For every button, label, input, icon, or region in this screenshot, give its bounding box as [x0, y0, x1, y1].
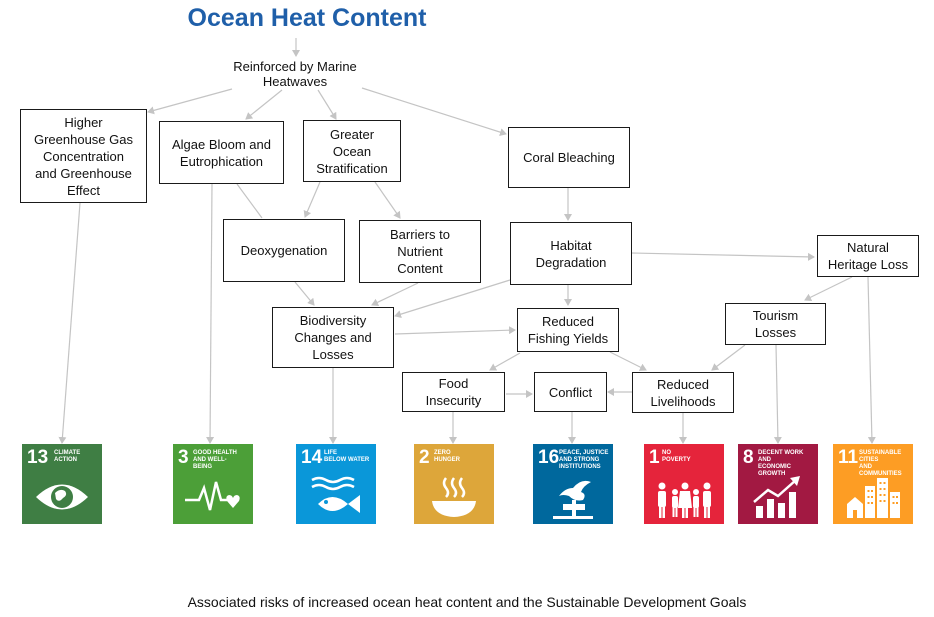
- sdg-number: 1: [649, 447, 660, 468]
- sdg-label: ZERO HUNGER: [434, 450, 461, 463]
- node-biodiversity-changes: Biodiversity Changes and Losses: [272, 307, 394, 368]
- node-conflict: Conflict: [534, 372, 607, 412]
- node-label: Reduced Fishing Yields: [527, 314, 609, 346]
- node-habitat-degradation: Habitat Degradation: [510, 222, 632, 285]
- city-icon: [847, 478, 900, 518]
- node-algae-bloom: Algae Bloom and Eutrophication: [159, 121, 284, 184]
- growth-chart-icon: [753, 476, 800, 518]
- sdg-16-tile: 16 PEACE, JUSTICE AND STRONG INSTITUTION…: [533, 444, 613, 524]
- sdg-label: GOOD HEALTH AND WELL-BEING: [193, 450, 237, 470]
- node-deoxygenation: Deoxygenation: [223, 219, 345, 282]
- dove-gavel-icon: [553, 480, 593, 519]
- sdg-number: 16: [538, 447, 560, 468]
- sdg-number: 11: [838, 447, 859, 468]
- sdg-14-tile: 14 LIFE BELOW WATER: [296, 444, 376, 524]
- node-label: Deoxygenation: [240, 243, 328, 258]
- node-coral-bleaching: Coral Bleaching: [508, 127, 630, 188]
- sdg-label: NO POVERTY: [662, 450, 691, 463]
- heartbeat-icon: [185, 481, 240, 511]
- sdg-8-tile: 8 DECENT WORK AND ECONOMIC GROWTH: [738, 444, 818, 524]
- sdg-1-tile: 1 NO POVERTY: [644, 444, 724, 524]
- sdg-3-tile: 3 GOOD HEALTH AND WELL-BEING: [173, 444, 253, 524]
- figure-caption: Associated risks of increased ocean heat…: [187, 594, 747, 610]
- sdg-label: SUSTAINABLE CITIES AND COMMUNITIES: [859, 450, 902, 477]
- sdg-number: 14: [301, 447, 323, 468]
- node-higher-greenhouse-gas: Higher Greenhouse Gas Concentration and …: [20, 109, 147, 203]
- node-reduced-fishing-yields: Reduced Fishing Yields: [517, 308, 619, 352]
- sdg-label: DECENT WORK AND ECONOMIC GROWTH: [758, 450, 804, 477]
- node-label: Barriers to Nutrient Content: [390, 227, 450, 276]
- node-label: Higher Greenhouse Gas Concentration and …: [33, 114, 133, 198]
- node-barriers-to-nutrient: Barriers to Nutrient Content: [359, 220, 481, 283]
- node-label: Biodiversity Changes and Losses: [294, 313, 372, 362]
- node-label: Algae Bloom and Eutrophication: [171, 136, 271, 169]
- sdg-label: CLIMATE ACTION: [54, 450, 81, 463]
- sdg-number: 8: [743, 447, 754, 468]
- sdg-number: 3: [178, 447, 189, 468]
- page-title: Ocean Heat Content: [187, 4, 427, 32]
- sdg-2-tile: 2 ZERO HUNGER: [414, 444, 494, 524]
- family-icon: [658, 482, 711, 518]
- node-label: Conflict: [548, 384, 593, 400]
- sdg-11-tile: 11 SUSTAINABLE CITIES AND COMMUNITIES: [833, 444, 913, 524]
- node-natural-heritage-loss: Natural Heritage Loss: [817, 235, 919, 277]
- node-food-insecurity: Food Insecurity: [402, 372, 505, 412]
- node-reduced-livelihoods: Reduced Livelihoods: [632, 372, 734, 413]
- bowl-icon: [432, 477, 476, 517]
- sdg-label: PEACE, JUSTICE AND STRONG INSTITUTIONS: [559, 450, 609, 470]
- node-label: Reduced Livelihoods: [650, 376, 716, 409]
- fish-icon: [311, 476, 360, 513]
- node-label: Food Insecurity: [425, 376, 482, 408]
- node-tourism-losses: Tourism Losses: [725, 303, 826, 345]
- node-label: Greater Ocean Stratification: [316, 126, 388, 176]
- node-label: Habitat Degradation: [535, 237, 607, 270]
- sdg-number: 2: [419, 447, 430, 468]
- root-node-marine-heatwaves: Reinforced by Marine Heatwaves: [233, 59, 357, 89]
- node-label: Tourism Losses: [752, 308, 799, 340]
- node-ocean-stratification: Greater Ocean Stratification: [303, 120, 401, 182]
- sdg-label: LIFE BELOW WATER: [324, 450, 370, 463]
- sdg-13-tile: 13 CLIMATE ACTION: [22, 444, 102, 524]
- eye-globe-icon: [36, 484, 88, 510]
- sdg-number: 13: [27, 447, 49, 468]
- node-label: Coral Bleaching: [523, 150, 615, 165]
- node-label: Natural Heritage Loss: [827, 240, 909, 272]
